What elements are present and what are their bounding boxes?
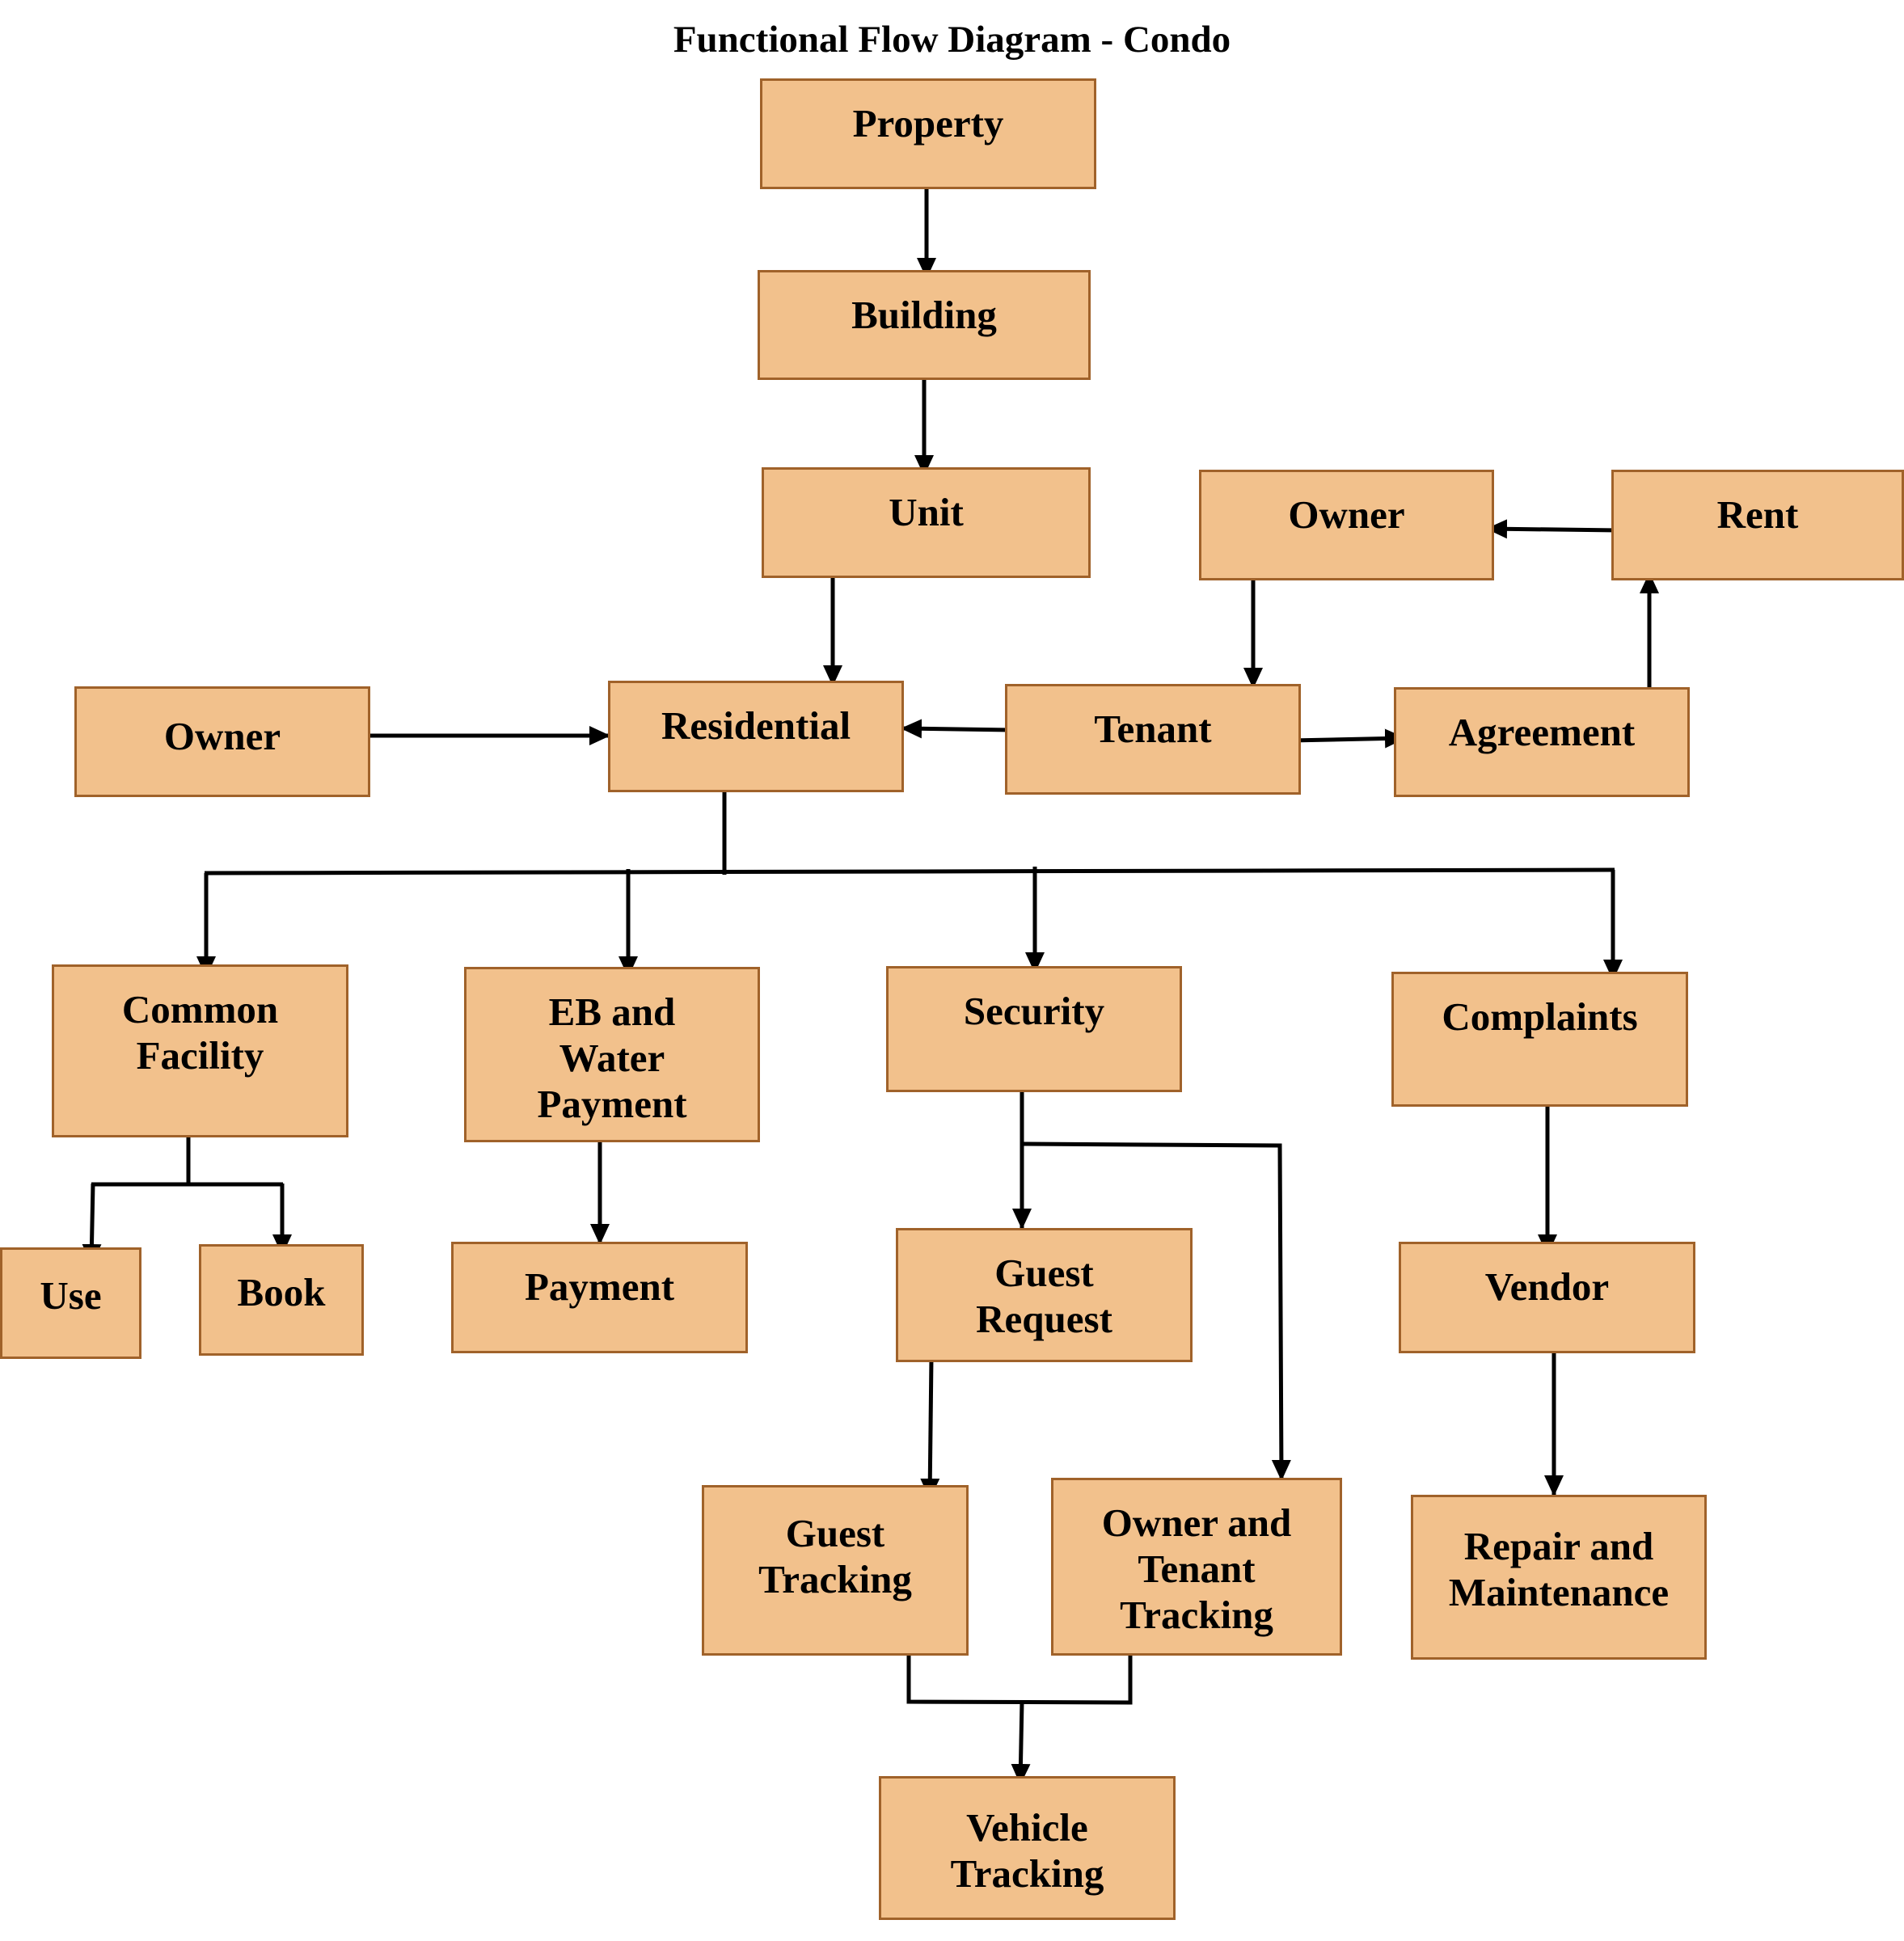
node-rent: Rent [1611,470,1904,580]
node-guest-tracking: Guest Tracking [702,1485,969,1656]
node-tenant: Tenant [1005,684,1301,795]
edge-join-vehicle-tracking [1011,1701,1031,1785]
node-common-facility: Common Facility [52,964,348,1137]
node-owner-top: Owner [1199,470,1494,580]
node-complaints: Complaints [1391,972,1688,1107]
node-vehicle-tracking-label: Vehicle Tracking [950,1805,1104,1896]
node-guest-request-label: Guest Request [976,1251,1112,1341]
node-book-label: Book [237,1270,326,1314]
node-owner-tenant-tracking-label: Owner and Tenant Tracking [1101,1500,1292,1637]
edge-security-ott [1021,1141,1291,1481]
edge-guest-request-guest-tracking [920,1357,940,1500]
node-use: Use [0,1247,141,1359]
node-complaints-label: Complaints [1442,994,1638,1039]
node-repair-maintenance: Repair and Maintenance [1411,1495,1707,1660]
node-unit: Unit [762,467,1091,578]
node-owner-tenant-tracking: Owner and Tenant Tracking [1051,1478,1342,1656]
node-common-facility-label: Common Facility [121,987,279,1078]
node-building-label: Building [851,293,997,337]
node-vendor: Vendor [1399,1242,1695,1353]
node-agreement-label: Agreement [1448,710,1636,754]
node-vendor-label: Vendor [1484,1264,1610,1309]
node-payment-label: Payment [524,1264,675,1309]
node-book: Book [199,1244,364,1356]
node-residential: Residential [608,681,904,792]
node-guest-tracking-label: Guest Tracking [758,1511,912,1601]
node-owner-left: Owner [74,686,370,797]
node-security-label: Security [963,989,1105,1033]
node-tenant-label: Tenant [1094,707,1212,751]
node-building: Building [758,270,1091,380]
node-vehicle-tracking: Vehicle Tracking [879,1776,1176,1920]
node-owner-left-label: Owner [163,714,281,758]
node-eb-water-payment-label: EB and Water Payment [537,989,687,1126]
node-repair-maintenance-label: Repair and Maintenance [1448,1524,1670,1614]
node-residential-label: Residential [661,703,851,748]
edge-rent-owner [1486,519,1619,539]
node-payment: Payment [451,1242,748,1353]
node-rent-label: Rent [1716,492,1799,537]
node-eb-water-payment: EB and Water Payment [464,967,760,1142]
edge-tenant-residential [901,719,1011,739]
node-agreement: Agreement [1394,687,1690,797]
node-property-label: Property [852,101,1004,146]
node-unit-label: Unit [889,490,964,534]
node-owner-top-label: Owner [1288,492,1405,537]
diagram-title: Functional Flow Diagram - Condo [673,19,1231,61]
edge-tenant-agreement [1290,728,1406,749]
node-guest-request: Guest Request [896,1228,1193,1362]
bus-horizontal [204,867,1615,876]
node-use-label: Use [40,1273,102,1318]
node-property: Property [760,78,1096,189]
node-security: Security [886,966,1182,1092]
